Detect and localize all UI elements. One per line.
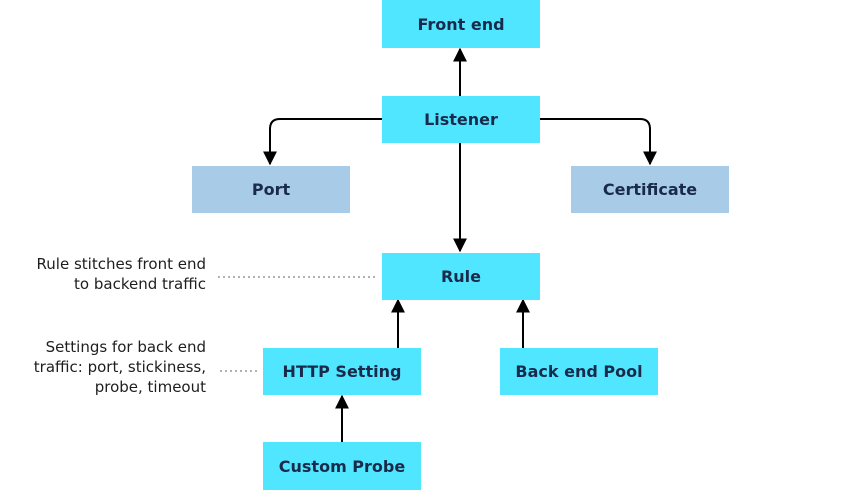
node-listener: Listener <box>382 96 540 143</box>
settings-annotation: Settings for back end traffic: port, sti… <box>34 337 206 397</box>
settings-annotation-line: traffic: port, stickiness, <box>33 358 206 376</box>
node-listener-label: Listener <box>424 110 498 129</box>
node-front-end-label: Front end <box>417 14 505 34</box>
rule-annotation: Rule stitches front end to backend traff… <box>37 254 206 294</box>
arrow-listener-to-port <box>263 118 383 166</box>
node-port: Port <box>192 166 350 213</box>
node-back-end-pool: Back end Pool <box>500 348 658 395</box>
node-custom-probe: Custom Probe <box>263 442 421 490</box>
node-front-end: Front end <box>382 0 540 48</box>
settings-annotation-line: Settings for back end <box>45 338 206 356</box>
node-back-end-pool-label: Back end Pool <box>515 362 643 381</box>
node-custom-probe-label: Custom Probe <box>278 456 406 476</box>
node-certificate: Certificate <box>571 166 729 213</box>
node-rule: Rule <box>382 253 540 300</box>
rule-annotation-line: to backend traffic <box>74 275 206 293</box>
arrow-listener-to-certificate <box>539 118 657 166</box>
node-rule-label: Rule <box>440 267 482 286</box>
node-certificate-label: Certificate <box>602 180 698 199</box>
settings-annotation-line: probe, timeout <box>94 378 206 396</box>
node-http-setting-label: HTTP Setting <box>282 362 402 381</box>
node-http-setting: HTTP Setting <box>263 348 421 395</box>
node-port-label: Port <box>251 180 291 199</box>
rule-annotation-line: Rule stitches front end <box>36 255 206 273</box>
